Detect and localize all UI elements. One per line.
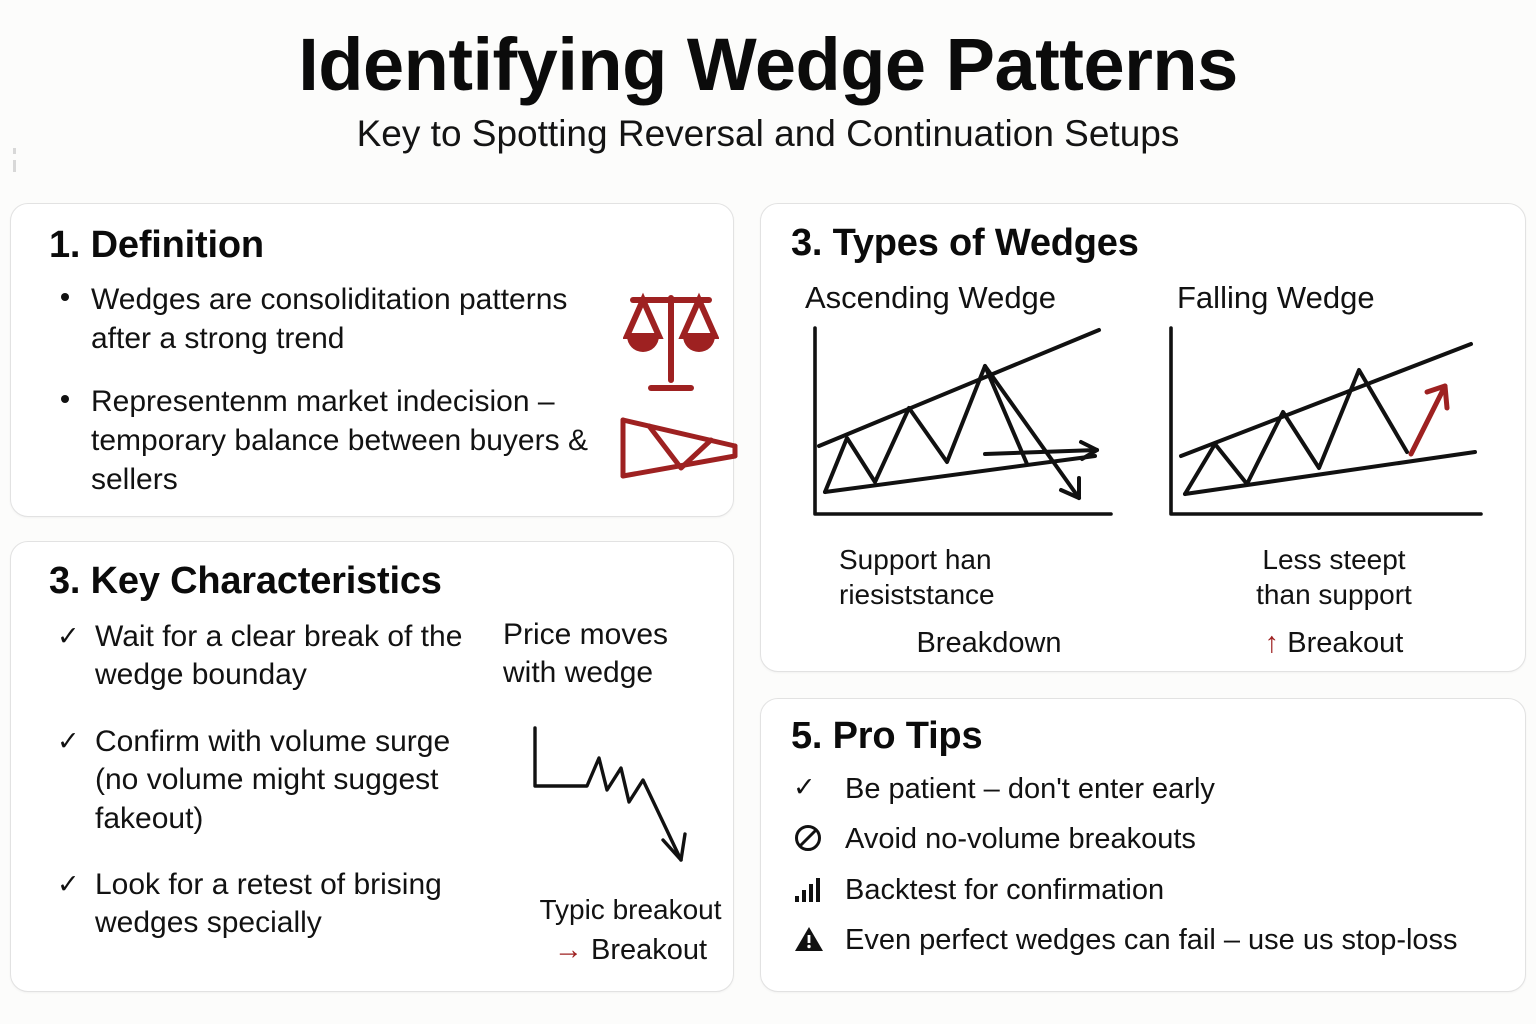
ascending-wedge-tag: Breakdown: [799, 627, 1149, 660]
check-text: Wait for a clear break of the wedge boun…: [95, 620, 463, 692]
card-pro-tips: 5. Pro Tips ✓ Be patient – don't enter e…: [760, 698, 1526, 992]
prohibition-icon: [793, 821, 833, 855]
bullet-dot-icon: [61, 293, 69, 301]
check-icon: ✓: [57, 868, 80, 899]
page-subtitle: Key to Spotting Reversal and Continuatio…: [356, 112, 1180, 154]
definition-bullet-list: Wedges are consoliditation patterns afte…: [53, 280, 613, 523]
tip-text: Backtest for confirmation: [845, 873, 1165, 906]
falling-wedge-tag-label: Breakout: [1287, 626, 1404, 659]
list-item: ✓ Look for a retest of brising wedges sp…: [51, 866, 491, 943]
falling-wedge-caption: Less steept than support: [1159, 542, 1509, 613]
bar-chart-icon: [793, 872, 833, 906]
price-moves-note: Price moves with wedge: [503, 618, 669, 690]
arrow-right-icon: →: [553, 934, 583, 966]
list-item: Wedges are consoliditation patterns afte…: [53, 280, 613, 358]
caption-line-1: Support han: [839, 544, 992, 575]
header: Identifying Wedge Patterns Key to Spotti…: [0, 0, 1536, 154]
sparkline-breakout-label: Breakout: [590, 934, 708, 966]
check-text: Confirm with volume surge (no volume mig…: [95, 724, 451, 835]
card-protips-title: 5. Pro Tips: [791, 715, 983, 757]
card-types-of-wedges: 3. Types of Wedges Ascending Wedge: [760, 203, 1526, 672]
edge-artifact-mid: [13, 160, 16, 172]
arrow-up-icon: ↑: [1264, 626, 1280, 659]
falling-wedge-heading: Falling Wedge: [1177, 280, 1375, 315]
caption-line-2: riesiststance: [839, 579, 995, 611]
sparkline-caption: Typic breakout: [539, 894, 722, 925]
list-item: Backtest for confirmation: [789, 872, 1505, 908]
check-text: Look for a retest of brising wedges spec…: [95, 867, 442, 940]
card-key-characteristics: 3. Key Characteristics ✓ Wait for a clea…: [10, 541, 734, 992]
list-item: ✓ Confirm with volume surge (no volume m…: [51, 723, 491, 838]
tip-text: Avoid no-volume breakouts: [845, 823, 1196, 856]
list-item: Even perfect wedges can fail – use us st…: [789, 922, 1505, 958]
ascending-wedge-heading: Ascending Wedge: [805, 280, 1057, 315]
typical-breakdown-sparkline: [529, 724, 719, 894]
ascending-wedge-tag-label: Breakdown: [916, 626, 1062, 659]
list-item: Avoid no-volume breakouts: [789, 821, 1505, 857]
caption-line-1: Less steept: [1262, 544, 1406, 575]
card-characteristics-title: 3. Key Characteristics: [49, 560, 442, 602]
panel-falling-wedge: Falling Wedge: [1159, 280, 1509, 660]
edge-artifact-top: [13, 148, 16, 154]
check-icon: ✓: [57, 621, 80, 651]
falling-wedge-tag: ↑ Breakout: [1159, 627, 1509, 660]
warning-triangle-icon: [793, 922, 833, 956]
list-item: ✓ Wait for a clear break of the wedge bo…: [51, 618, 491, 695]
characteristics-check-list: ✓ Wait for a clear break of the wedge bo…: [51, 618, 491, 971]
card-definition-title: 1. Definition: [49, 224, 264, 266]
ascending-wedge-diagram: [799, 322, 1149, 532]
caption-line-2: than support: [1256, 579, 1412, 611]
panel-ascending-wedge: Ascending Wedge: [799, 280, 1149, 660]
balance-scale-icon: [623, 292, 719, 396]
tip-text: Even perfect wedges can fail – use us st…: [845, 923, 1458, 956]
list-item: ✓ Be patient – don't enter early: [789, 771, 1505, 807]
sparkline-breakout-row: → Breakout: [523, 934, 738, 967]
card-types-title: 3. Types of Wedges: [791, 222, 1139, 264]
bullet-text: Wedges are consoliditation patterns afte…: [91, 283, 568, 355]
tip-text: Be patient – don't enter early: [845, 773, 1215, 805]
protips-list: ✓ Be patient – don't enter early Avoid n…: [789, 771, 1505, 972]
bullet-dot-icon: [61, 395, 69, 403]
check-icon: ✓: [793, 772, 816, 803]
check-icon: ✓: [57, 725, 80, 756]
falling-wedge-diagram: [1159, 322, 1509, 532]
card-definition: 1. Definition Wedges are consoliditation…: [10, 203, 738, 517]
bullet-text: Representenm market indecision – tempora…: [91, 385, 588, 496]
ascending-wedge-caption: Support han riesiststance: [799, 542, 1149, 613]
list-item: Representenm market indecision – tempora…: [53, 382, 613, 499]
wedge-truss-icon: [619, 412, 739, 482]
page-title: Identifying Wedge Patterns: [298, 23, 1238, 106]
